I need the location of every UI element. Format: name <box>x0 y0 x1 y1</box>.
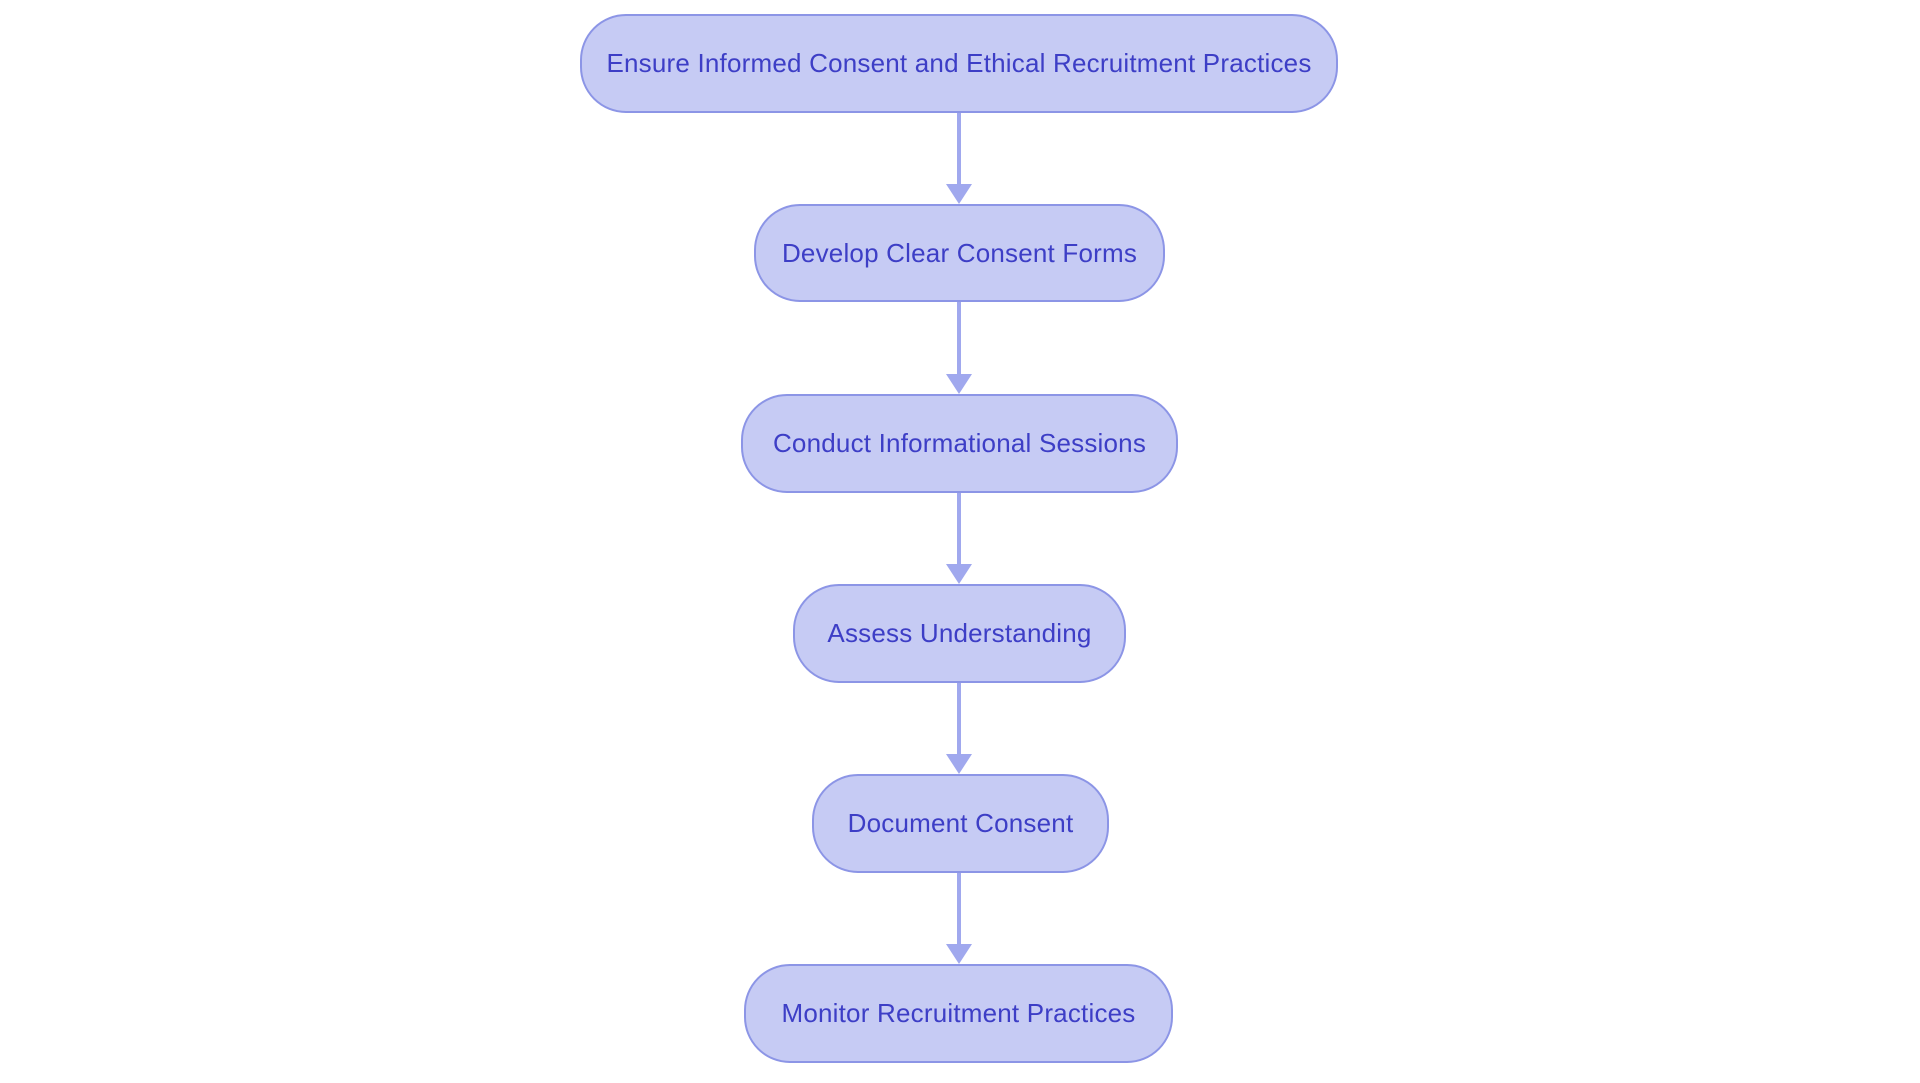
arrow-connector <box>946 493 972 584</box>
flow-node-develop-consent-forms: Develop Clear Consent Forms <box>754 204 1165 302</box>
flow-node-ensure-informed-consent: Ensure Informed Consent and Ethical Recr… <box>580 14 1338 113</box>
arrow-down-icon <box>946 564 972 584</box>
arrow-connector <box>946 873 972 964</box>
arrow-connector <box>946 113 972 204</box>
arrow-down-icon <box>946 754 972 774</box>
flow-node-assess-understanding: Assess Understanding <box>793 584 1126 683</box>
arrow-stem <box>957 302 961 376</box>
arrow-stem <box>957 113 961 186</box>
flow-node-label: Develop Clear Consent Forms <box>781 237 1138 268</box>
flow-node-monitor-practices: Monitor Recruitment Practices <box>744 964 1173 1063</box>
arrow-stem <box>957 683 961 756</box>
arrow-stem <box>957 493 961 566</box>
arrow-connector <box>946 683 972 774</box>
flow-node-conduct-sessions: Conduct Informational Sessions <box>741 394 1178 493</box>
arrow-down-icon <box>946 374 972 394</box>
arrow-down-icon <box>946 184 972 204</box>
flow-node-label: Assess Understanding <box>827 618 1092 648</box>
arrow-down-icon <box>946 944 972 964</box>
flow-node-label: Ensure Informed Consent and Ethical Recr… <box>606 48 1312 78</box>
flow-node-label: Conduct Informational Sessions <box>772 428 1147 458</box>
flow-node-label: Document Consent <box>847 808 1074 838</box>
flow-node-document-consent: Document Consent <box>812 774 1109 873</box>
arrow-connector <box>946 302 972 394</box>
arrow-stem <box>957 873 961 946</box>
flow-node-label: Monitor Recruitment Practices <box>781 998 1136 1028</box>
